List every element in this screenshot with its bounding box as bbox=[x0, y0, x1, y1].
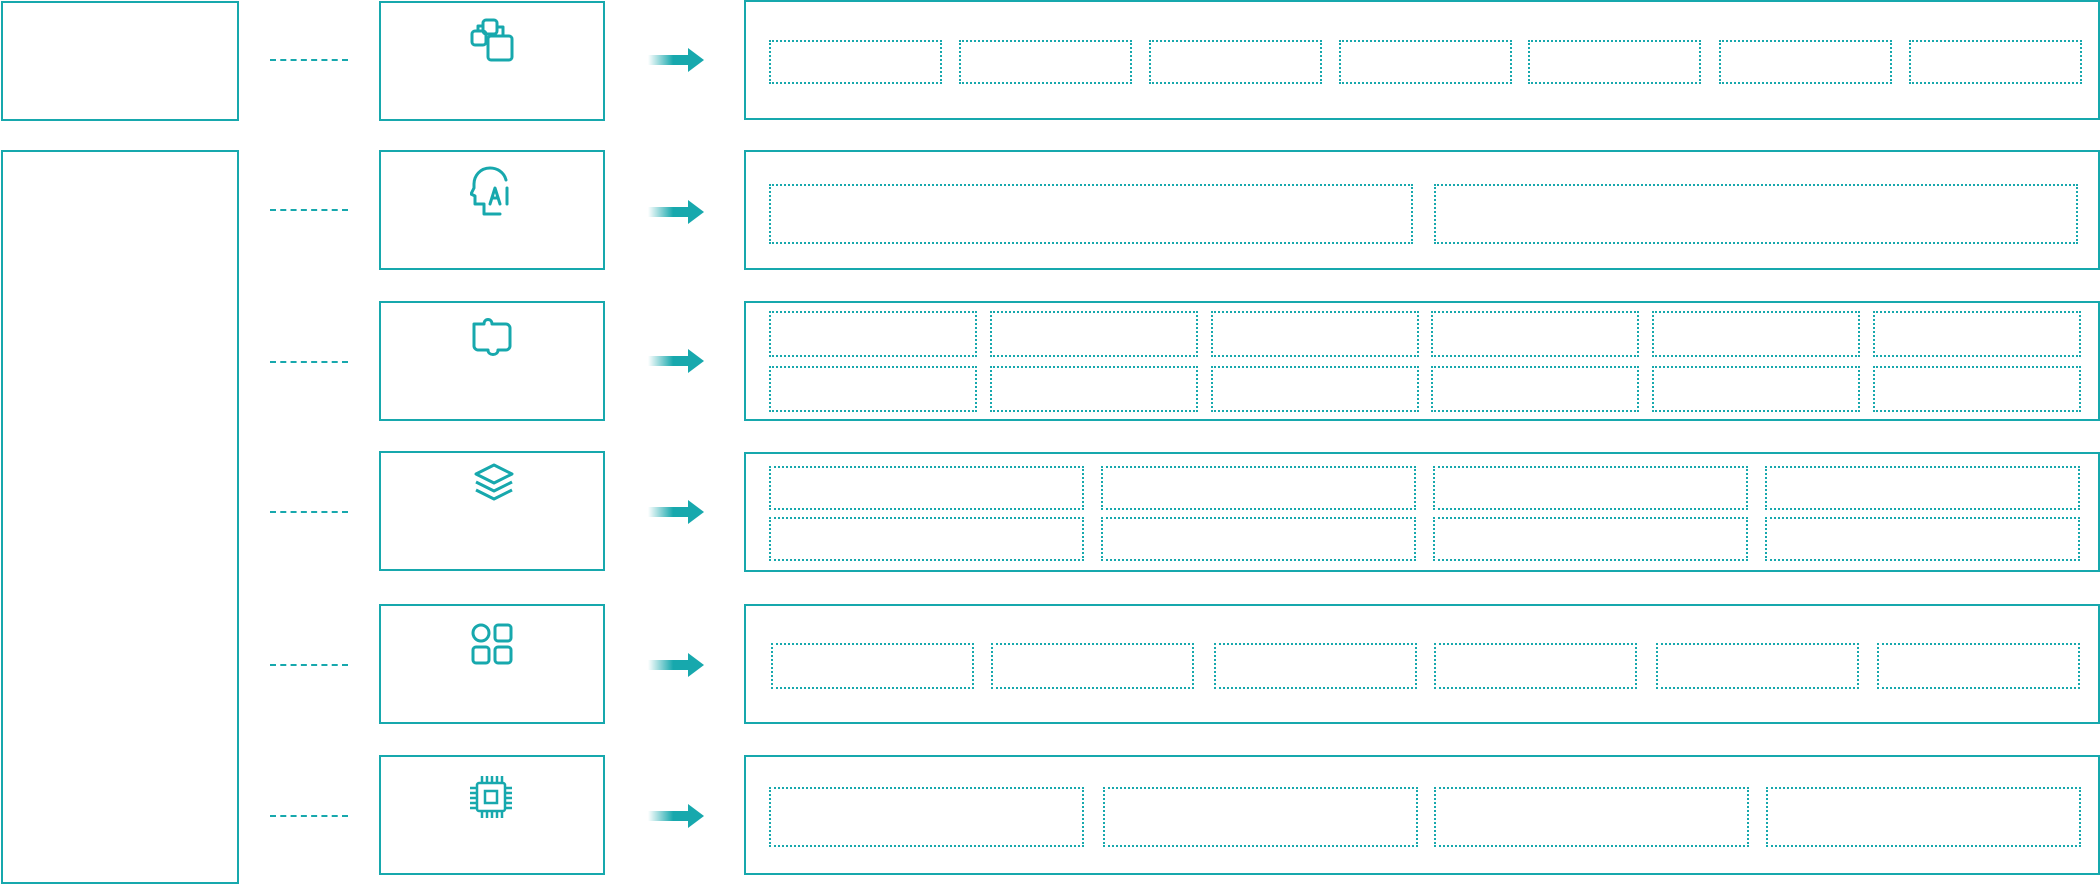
slot-4-1 bbox=[769, 466, 1084, 510]
arrow-6 bbox=[648, 802, 704, 830]
ai-head-icon bbox=[470, 166, 516, 218]
arrow-5 bbox=[648, 651, 704, 679]
slot-5-6 bbox=[1877, 643, 2080, 689]
slot-3-8 bbox=[990, 366, 1198, 412]
slot-1-3 bbox=[1149, 40, 1322, 84]
slot-6-2 bbox=[1103, 787, 1418, 847]
puzzle-piece-icon bbox=[470, 318, 514, 362]
arrow-2 bbox=[648, 198, 704, 226]
slot-1-2 bbox=[959, 40, 1132, 84]
slot-1-6 bbox=[1719, 40, 1892, 84]
panel-1 bbox=[744, 0, 2100, 120]
slot-3-11 bbox=[1652, 366, 1860, 412]
slot-5-2 bbox=[991, 643, 1194, 689]
slot-3-6 bbox=[1873, 311, 2081, 357]
panel-6 bbox=[744, 755, 2100, 875]
slot-3-3 bbox=[1211, 311, 1419, 357]
slot-4-4 bbox=[1765, 466, 2080, 510]
cpu-chip-icon bbox=[468, 774, 514, 820]
slot-3-10 bbox=[1431, 366, 1639, 412]
slot-6-4 bbox=[1766, 787, 2081, 847]
layers-stack-icon bbox=[472, 462, 516, 502]
panel-3 bbox=[744, 301, 2100, 421]
left-top-box bbox=[1, 1, 239, 121]
panel-4 bbox=[744, 452, 2100, 572]
slot-3-9 bbox=[1211, 366, 1419, 412]
slot-4-2 bbox=[1101, 466, 1416, 510]
connector-3 bbox=[270, 361, 348, 363]
connector-6 bbox=[270, 815, 348, 817]
slot-1-4 bbox=[1339, 40, 1512, 84]
icon-box-5 bbox=[379, 604, 605, 724]
slot-6-3 bbox=[1434, 787, 1749, 847]
overlapping-windows-icon bbox=[468, 16, 516, 64]
app-grid-icon bbox=[470, 622, 514, 666]
slot-1-5 bbox=[1528, 40, 1701, 84]
slot-6-1 bbox=[769, 787, 1084, 847]
connector-4 bbox=[270, 511, 348, 513]
connector-1 bbox=[270, 59, 348, 61]
panel-2 bbox=[744, 150, 2100, 270]
slot-4-3 bbox=[1433, 466, 1748, 510]
slot-4-8 bbox=[1765, 517, 2080, 561]
slot-1-1 bbox=[769, 40, 942, 84]
slot-3-12 bbox=[1873, 366, 2081, 412]
slot-3-5 bbox=[1652, 311, 1860, 357]
slot-5-1 bbox=[771, 643, 974, 689]
connector-2 bbox=[270, 209, 348, 211]
connector-5 bbox=[270, 664, 348, 666]
icon-box-4 bbox=[379, 451, 605, 571]
left-tall-box bbox=[1, 150, 239, 884]
icon-box-2 bbox=[379, 150, 605, 270]
slot-5-4 bbox=[1434, 643, 1637, 689]
slot-2-1 bbox=[769, 184, 1413, 244]
arrow-3 bbox=[648, 347, 704, 375]
slot-5-5 bbox=[1656, 643, 1859, 689]
arrow-1 bbox=[648, 46, 704, 74]
slot-3-2 bbox=[990, 311, 1198, 357]
slot-2-2 bbox=[1434, 184, 2078, 244]
slot-4-5 bbox=[769, 517, 1084, 561]
slot-3-1 bbox=[769, 311, 977, 357]
slot-1-7 bbox=[1909, 40, 2082, 84]
slot-4-6 bbox=[1101, 517, 1416, 561]
slot-3-7 bbox=[769, 366, 977, 412]
slot-5-3 bbox=[1214, 643, 1417, 689]
slot-4-7 bbox=[1433, 517, 1748, 561]
panel-5 bbox=[744, 604, 2100, 724]
slot-3-4 bbox=[1431, 311, 1639, 357]
arrow-4 bbox=[648, 498, 704, 526]
